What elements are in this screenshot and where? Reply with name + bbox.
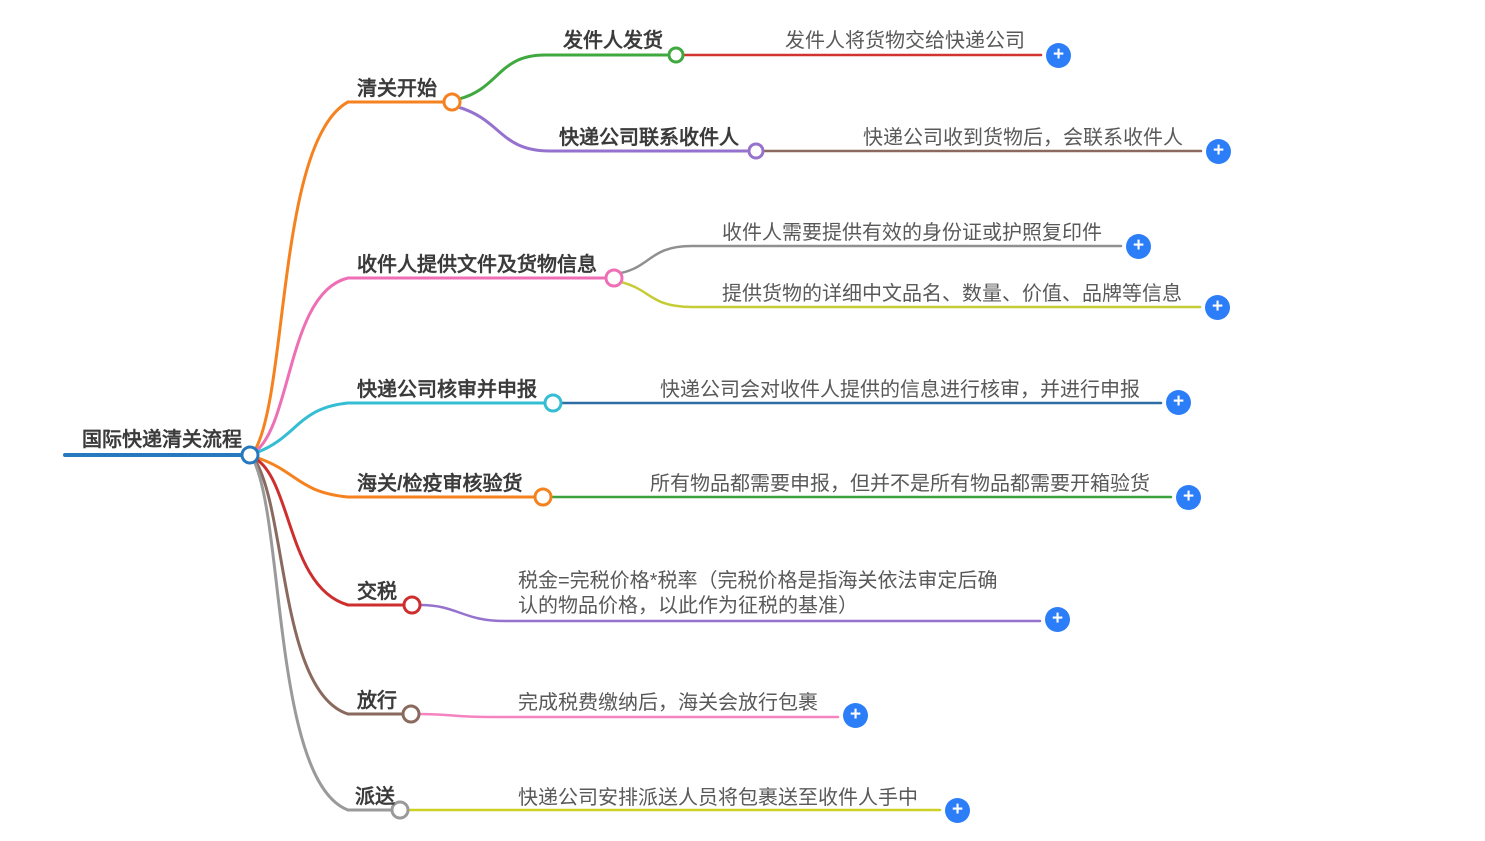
node-handle-pay-tax[interactable]: [402, 595, 422, 615]
node-handle-sender-ships[interactable]: [667, 46, 685, 64]
link-delivery: [252, 459, 350, 812]
leafline-id-copy-note: [619, 244, 1123, 275]
plus-icon: +: [951, 799, 964, 820]
plus-icon: +: [1182, 486, 1195, 507]
plus-icon: +: [1211, 296, 1224, 317]
node-handle-release[interactable]: [401, 704, 421, 724]
node-handle-courier-contacts[interactable]: [747, 142, 765, 160]
note-tax-formula[interactable]: 税金=完税价格*税率（完税价格是指海关依法审定后确 认的物品价格，以此作为征税的…: [518, 569, 997, 619]
note-id-copy[interactable]: 收件人需要提供有效的身份证或护照复印件: [722, 222, 1102, 244]
link-pay-tax: [254, 457, 350, 607]
leafline-release-note: [417, 712, 840, 719]
note-tax-formula-line1: 税金=完税价格*税率（完税价格是指海关依法审定后确: [518, 570, 998, 592]
link-courier-contacts-recipient: [456, 105, 749, 153]
add-child-button[interactable]: +: [1046, 43, 1071, 68]
root-label[interactable]: 国际快递清关流程: [82, 429, 242, 451]
add-child-button[interactable]: +: [1176, 485, 1201, 510]
link-sender-ships: [457, 53, 669, 101]
plus-icon: +: [849, 704, 862, 725]
note-courier-contacts-recipient[interactable]: 快递公司收到货物后，会联系收件人: [863, 127, 1183, 149]
topic-release[interactable]: 放行: [357, 690, 397, 712]
topic-delivery[interactable]: 派送: [355, 786, 395, 808]
note-tax-formula-line2: 认的物品价格，以此作为征税的基准）: [518, 595, 858, 617]
node-handle-courier-reviews[interactable]: [543, 393, 563, 413]
add-child-button[interactable]: +: [1205, 295, 1230, 320]
plus-icon: +: [1172, 391, 1185, 412]
note-sender-ships[interactable]: 发件人将货物交给快递公司: [785, 30, 1025, 52]
topic-recipient-provides-documents[interactable]: 收件人提供文件及货物信息: [357, 254, 597, 276]
add-child-button[interactable]: +: [843, 703, 868, 728]
link-recipient-provides-documents: [253, 276, 350, 454]
node-handle-delivery[interactable]: [390, 800, 410, 820]
node-handle-customs-inspection[interactable]: [533, 487, 553, 507]
note-review-declare[interactable]: 快递公司会对收件人提供的信息进行核审，并进行申报: [660, 379, 1140, 401]
plus-icon: +: [1132, 235, 1145, 256]
add-child-button[interactable]: +: [945, 798, 970, 823]
add-child-button[interactable]: +: [1206, 139, 1231, 164]
add-child-button[interactable]: +: [1166, 390, 1191, 415]
node-handle-clearance-start[interactable]: [442, 92, 462, 112]
plus-icon: +: [1052, 44, 1065, 65]
link-customs-inspection: [256, 456, 350, 499]
leafline-tax-note: [418, 603, 1042, 623]
topic-customs-inspection[interactable]: 海关/检疫审核验货: [357, 473, 523, 495]
link-release: [253, 458, 350, 716]
topic-clearance-start[interactable]: 清关开始: [357, 78, 437, 100]
note-goods-info[interactable]: 提供货物的详细中文品名、数量、价值、品牌等信息: [722, 283, 1182, 305]
link-courier-reviews-declares: [256, 401, 350, 454]
topic-pay-tax[interactable]: 交税: [357, 581, 397, 603]
topic-courier-contacts-recipient[interactable]: 快递公司联系收件人: [559, 127, 739, 149]
note-release[interactable]: 完成税费缴纳后，海关会放行包裹: [518, 692, 818, 714]
root-node-handle[interactable]: [240, 445, 260, 465]
topic-courier-reviews-declares[interactable]: 快递公司核审并申报: [357, 379, 537, 401]
add-child-button[interactable]: +: [1126, 234, 1151, 259]
plus-icon: +: [1212, 140, 1225, 161]
node-handle-recipient-provides[interactable]: [604, 268, 624, 288]
note-delivery[interactable]: 快递公司安排派送人员将包裹送至收件人手中: [518, 787, 918, 809]
link-clearance-start: [253, 100, 350, 452]
note-inspection[interactable]: 所有物品都需要申报，但并不是所有物品都需要开箱验货: [650, 473, 1150, 495]
topic-sender-ships[interactable]: 发件人发货: [563, 30, 663, 52]
add-child-button[interactable]: +: [1045, 607, 1070, 632]
leafline-goods-info-note: [619, 280, 1202, 309]
plus-icon: +: [1051, 608, 1064, 629]
